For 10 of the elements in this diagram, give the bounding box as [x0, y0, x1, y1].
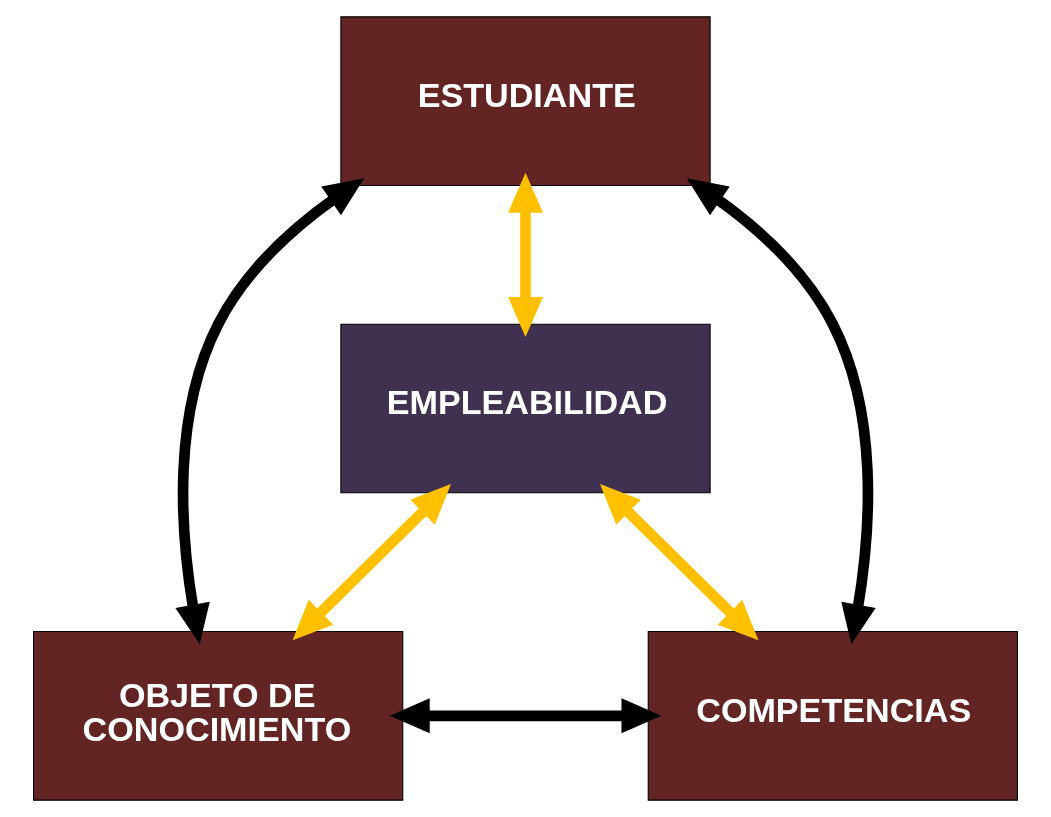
node-box: ESTUDIANTE: [340, 16, 711, 186]
arrow: [508, 172, 543, 337]
node-box: OBJETO DE CONOCIMIENTO: [33, 631, 404, 801]
arrow: [175, 178, 365, 645]
node-box: EMPLEABILIDAD: [340, 323, 711, 494]
arrow: [292, 484, 451, 641]
arrow: [600, 484, 759, 641]
arrow: [686, 178, 876, 645]
arrow: [389, 698, 662, 734]
node-box: COMPETENCIAS: [647, 631, 1018, 801]
